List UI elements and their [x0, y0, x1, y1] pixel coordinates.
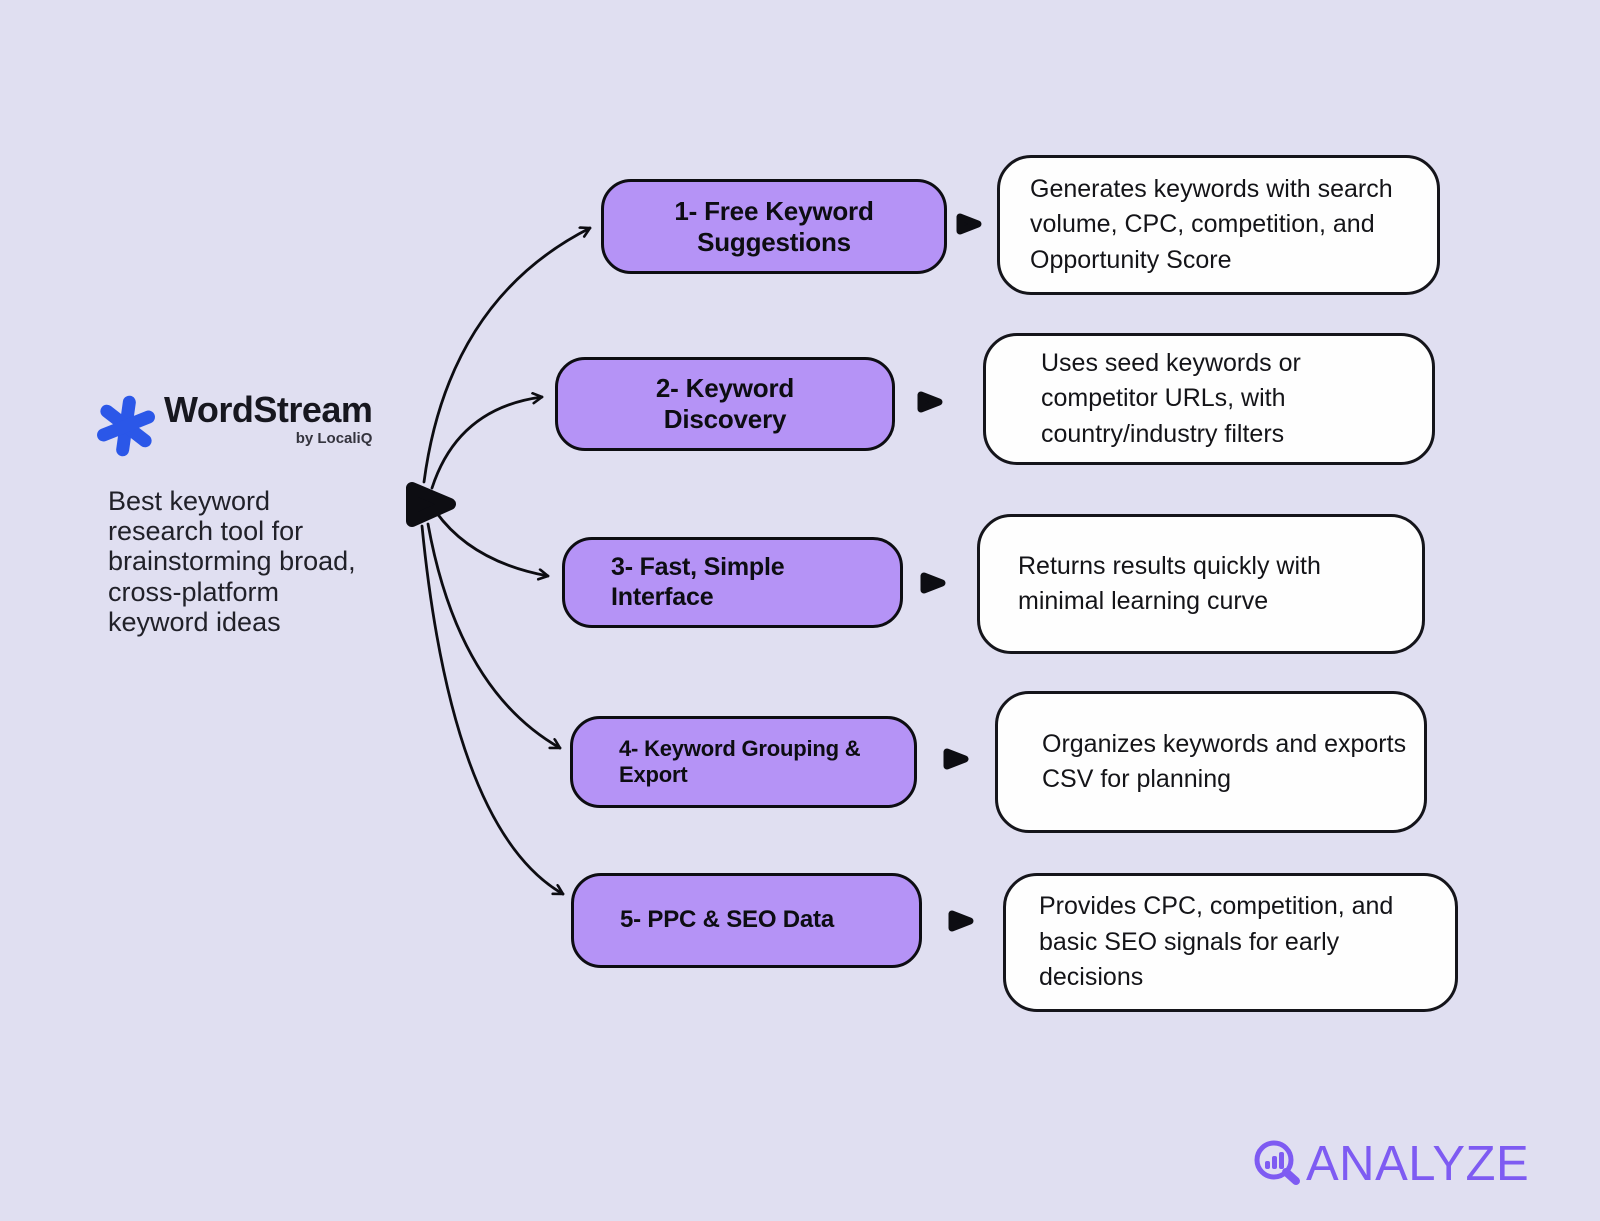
- brand-name: WordStream: [164, 389, 373, 430]
- desc-text: Returns results quickly with minimal lea…: [1018, 551, 1321, 616]
- desc-text: Provides CPC, competition, and basic SEO…: [1039, 892, 1394, 992]
- desc-box-1: Generates keywords with search volume, C…: [997, 155, 1440, 295]
- desc-box-2: Uses seed keywords or competitor URLs, w…: [983, 333, 1435, 465]
- step-box-3: 3- Fast, Simple Interface: [562, 537, 903, 628]
- watermark: ANALYZE: [1252, 1138, 1529, 1190]
- desc-box-5: Provides CPC, competition, and basic SEO…: [1003, 873, 1458, 1012]
- step-box-5: 5- PPC & SEO Data: [571, 873, 922, 968]
- step-box-2: 2- Keyword Discovery: [555, 357, 895, 451]
- desc-text: Uses seed keywords or competitor URLs, w…: [1041, 348, 1301, 448]
- step-box-1: 1- Free Keyword Suggestions: [601, 179, 947, 274]
- desc-box-4: Organizes keywords and exports CSV for p…: [995, 691, 1427, 833]
- desc-box-3: Returns results quickly with minimal lea…: [977, 514, 1425, 654]
- step-label: 1- Free Keyword Suggestions: [674, 195, 874, 257]
- watermark-text: ANALYZE: [1306, 1136, 1530, 1191]
- step-label: 2- Keyword Discovery: [655, 373, 795, 434]
- step-label: 4- Keyword Grouping & Export: [619, 736, 861, 787]
- step-label: 5- PPC & SEO Data: [620, 906, 834, 934]
- desc-text: Organizes keywords and exports CSV for p…: [1042, 729, 1407, 794]
- desc-text: Generates keywords with search volume, C…: [1030, 174, 1393, 274]
- brand-byline: by LocaliQ: [295, 429, 373, 447]
- step-label: 3- Fast, Simple Interface: [611, 553, 785, 611]
- tagline-text: Best keyword research tool for brainstor…: [108, 486, 356, 637]
- scribble-asterisk-icon: [97, 395, 155, 457]
- hub-triangle-icon: [406, 482, 456, 527]
- magnifier-bar-chart-icon: [1254, 1140, 1300, 1185]
- step-box-4: 4- Keyword Grouping & Export: [570, 716, 917, 808]
- branch-arrows: [420, 228, 592, 896]
- brand-block: WordStream by LocaliQ: [96, 389, 373, 458]
- pointer-blob-icons: [917, 213, 982, 932]
